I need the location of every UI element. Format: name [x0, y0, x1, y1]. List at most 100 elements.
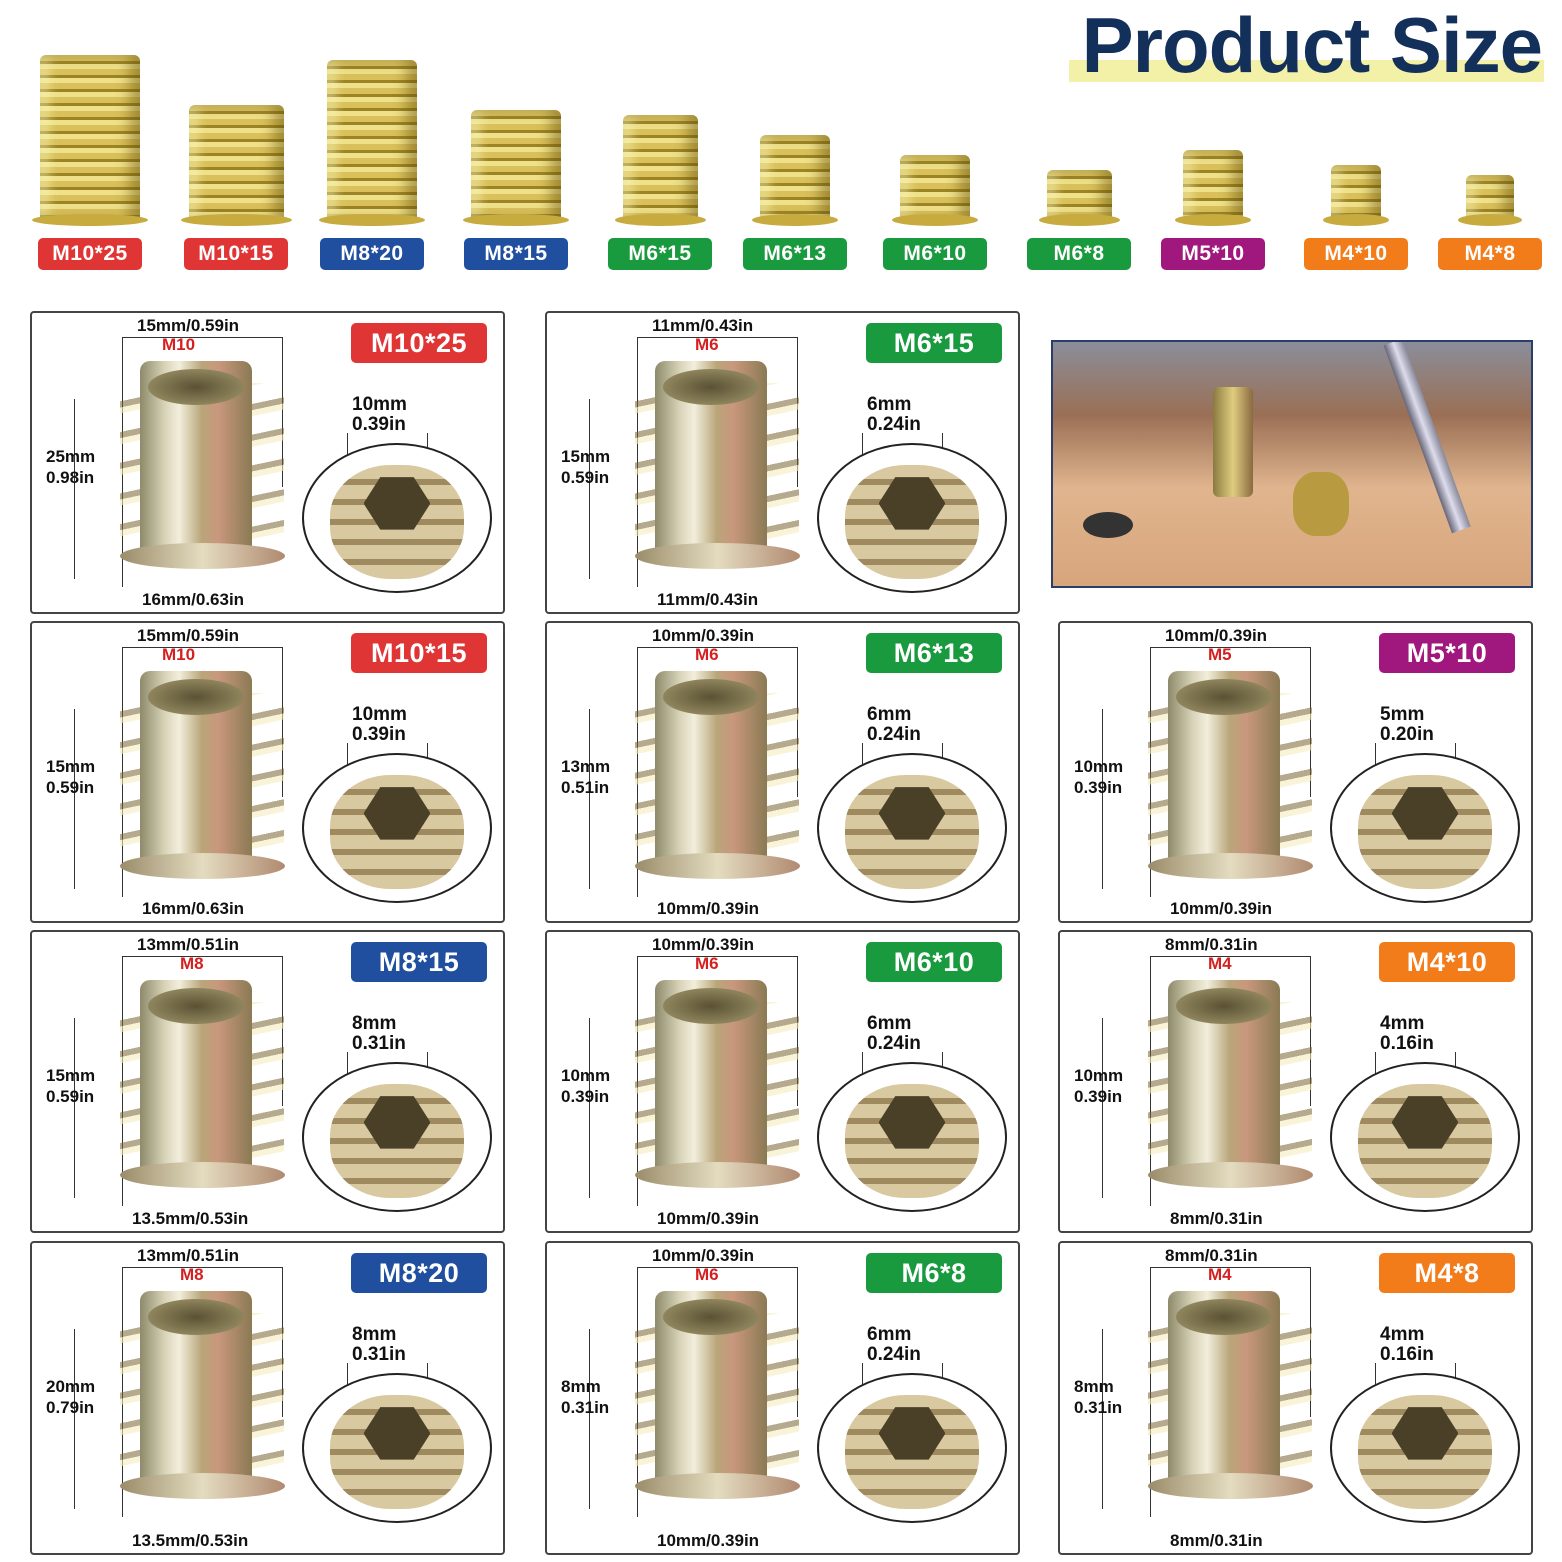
height-in-label: 0.51in: [561, 778, 610, 797]
thread-size-label: M6: [695, 1265, 719, 1284]
title-highlight: [1069, 60, 1544, 82]
size-badge: M6*10: [883, 238, 987, 270]
bottom-diameter-label: 8mm/0.31in: [1170, 1531, 1263, 1550]
top-diameter-label: 10mm/0.39in: [1165, 626, 1268, 645]
top-size-item: M10*25: [30, 30, 150, 270]
thread-size-label: M4: [1208, 954, 1232, 973]
hex-mm-label: 6mm: [867, 394, 912, 415]
height-line: [74, 1018, 75, 1198]
insert-thumbnail: [1038, 170, 1120, 226]
thread-size-label: M6: [695, 645, 719, 664]
insert-body: [1168, 671, 1280, 871]
top-diameter-label: 10mm/0.39in: [652, 626, 755, 645]
top-diameter-label: 13mm/0.51in: [137, 935, 240, 954]
height-mm-label: 15mm: [46, 757, 96, 776]
hex-socket-detail: [817, 753, 1007, 903]
bottom-diameter-label: 10mm/0.39in: [657, 1531, 760, 1550]
size-badge: M6*8: [866, 1253, 1002, 1293]
bottom-diameter-label: 13.5mm/0.53in: [132, 1209, 249, 1228]
bottom-diameter-label: 16mm/0.63in: [142, 590, 245, 609]
hex-socket-icon: [878, 787, 946, 840]
top-diameter-label: 13mm/0.51in: [137, 1246, 240, 1265]
top-size-item: M10*15: [176, 30, 296, 270]
top-diameter-label: 10mm/0.39in: [652, 935, 755, 954]
size-badge: M6*8: [1027, 238, 1131, 270]
hex-mm-label: 4mm: [1380, 1013, 1425, 1034]
thread-size-label: M6: [695, 335, 719, 354]
insert-flange: [120, 853, 285, 879]
insert-thumbnail: [892, 155, 978, 226]
height-line: [1102, 1018, 1103, 1198]
insert-thumbnail: [180, 105, 292, 226]
hex-socket-icon: [878, 1096, 946, 1149]
insert-flange: [635, 1473, 800, 1499]
top-size-item: M5*10: [1153, 30, 1273, 270]
insert-thumbnail: [1175, 150, 1251, 226]
insert-image: [1213, 387, 1253, 497]
insert-flange: [120, 1162, 285, 1188]
size-badge: M8*15: [464, 238, 568, 270]
hex-socket-detail: [302, 1062, 492, 1212]
insert-flange: [120, 543, 285, 569]
height-mm-label: 8mm: [1074, 1377, 1114, 1396]
hex-in-label: 0.16in: [1380, 1033, 1434, 1054]
size-badge: M4*10: [1304, 238, 1408, 270]
top-size-item: M6*13: [735, 30, 855, 270]
bottom-diameter-label: 10mm/0.39in: [657, 899, 760, 918]
size-badge: M6*13: [866, 633, 1002, 673]
thread-size-label: M8: [180, 954, 204, 973]
height-mm-label: 8mm: [561, 1377, 601, 1396]
insert-thumbnail: [319, 60, 425, 226]
insert-thumbnail: [463, 110, 569, 226]
hex-socket-detail: [302, 1373, 492, 1523]
top-diameter-label: 15mm/0.59in: [137, 316, 240, 335]
hole-image: [1083, 512, 1133, 538]
height-in-label: 0.39in: [1074, 778, 1123, 797]
insert-body: [655, 980, 767, 1180]
height-in-label: 0.59in: [561, 468, 610, 487]
insert-flange: [120, 1473, 285, 1499]
height-in-label: 0.31in: [1074, 1398, 1123, 1417]
top-dimension-line: [122, 337, 282, 338]
top-dimension-line: [1150, 647, 1310, 648]
insert-body: [140, 361, 252, 561]
thread-size-label: M10: [162, 335, 196, 354]
height-mm-label: 15mm: [46, 1066, 96, 1085]
size-badge: M5*10: [1379, 633, 1515, 673]
insert-thumbnail: [1323, 165, 1389, 226]
thread-size-label: M8: [180, 1265, 204, 1284]
hex-mm-label: 6mm: [867, 1324, 912, 1345]
size-badge: M4*10: [1379, 942, 1515, 982]
height-line: [74, 709, 75, 889]
insert-thumbnail: [1458, 175, 1522, 226]
bottom-diameter-label: 8mm/0.31in: [1170, 1209, 1263, 1228]
insert-body: [140, 980, 252, 1180]
installation-photo: [1051, 340, 1533, 588]
height-mm-label: 25mm: [46, 447, 96, 466]
hex-in-label: 0.39in: [352, 724, 406, 745]
insert-flange: [635, 1162, 800, 1188]
size-badge: M6*13: [743, 238, 847, 270]
top-size-item: M6*10: [875, 30, 995, 270]
hex-in-label: 0.16in: [1380, 1344, 1434, 1365]
hex-mm-label: 10mm: [352, 394, 407, 415]
top-diameter-label: 11mm/0.43in: [652, 316, 754, 335]
insert-body: [655, 1291, 767, 1491]
page-title: Product Size: [1081, 1, 1543, 89]
hex-mm-label: 4mm: [1380, 1324, 1425, 1345]
hex-in-label: 0.31in: [352, 1344, 406, 1365]
height-line: [1102, 709, 1103, 889]
size-badge: M10*15: [351, 633, 487, 673]
insert-top-image: [1293, 472, 1349, 536]
height-line: [589, 709, 590, 889]
top-size-item: M8*20: [312, 30, 432, 270]
size-badge: M8*20: [320, 238, 424, 270]
top-dimension-line: [637, 337, 797, 338]
top-diameter-label: 8mm/0.31in: [1165, 935, 1258, 954]
height-line: [74, 399, 75, 579]
hex-in-label: 0.20in: [1380, 724, 1434, 745]
